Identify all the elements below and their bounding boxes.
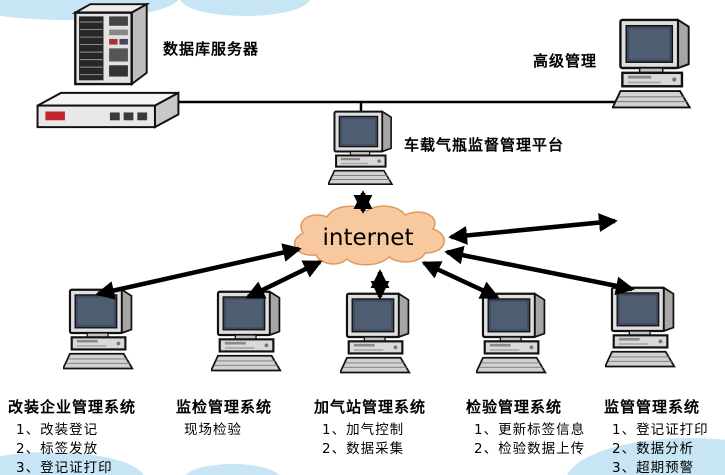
database-server-label: 数据库服务器	[163, 40, 260, 58]
system3-block: 加气站管理系统 1、加气控制 2、数据采集	[314, 396, 426, 459]
database-server-icon	[64, 0, 158, 92]
system5-title: 监管管理系统	[604, 398, 701, 416]
system5-item: 1、登记证打印	[612, 422, 709, 438]
system5-item: 3、超期预警	[612, 460, 695, 475]
system2-item: 现场检验	[184, 422, 242, 438]
platform-label: 车载气瓶监督管理平台	[404, 136, 565, 154]
admin-label: 高级管理	[533, 52, 598, 70]
system3-item: 2、数据采集	[322, 441, 405, 457]
system1-title: 改装企业管理系统	[8, 398, 137, 416]
sky-cloud-bottom-center	[185, 464, 280, 475]
internet-cloud: internet	[293, 205, 445, 266]
system4-item: 2、检验数据上传	[474, 441, 586, 457]
system4-block: 检验管理系统 1、更新标签信息 2、检验数据上传	[466, 396, 585, 459]
internet-cloud-shape	[293, 205, 445, 266]
router-icon	[33, 88, 181, 133]
sky-cloud-top-center	[180, 0, 310, 16]
admin-computer-icon	[612, 18, 700, 118]
internet-label: internet	[323, 225, 414, 251]
system2-title: 监检管理系统	[176, 398, 273, 416]
system2-computer-icon	[211, 290, 289, 380]
system3-item: 1、加气控制	[322, 422, 405, 438]
system3-computer-icon	[340, 292, 418, 382]
sky-cloud-bottom-left	[0, 452, 145, 475]
system5-item: 2、数据分析	[612, 441, 695, 457]
system1-computer-icon	[63, 288, 141, 378]
system4-computer-icon	[476, 292, 554, 382]
system1-item: 3、登记证打印	[16, 460, 113, 475]
system1-item: 2、标签发放	[16, 441, 99, 457]
system3-title: 加气站管理系统	[314, 398, 427, 416]
system4-item: 1、更新标签信息	[474, 422, 586, 438]
system2-block: 监检管理系统 现场检验	[176, 396, 272, 440]
platform-computer-icon	[328, 110, 400, 193]
system5-computer-icon	[605, 286, 683, 376]
system5-block: 监管管理系统 1、登记证打印 2、数据分析 3、超期预警	[604, 396, 709, 475]
system1-item: 1、改装登记	[16, 422, 99, 438]
system4-title: 检验管理系统	[466, 398, 563, 416]
system1-block: 改装企业管理系统 1、改装登记 2、标签发放 3、登记证打印	[8, 396, 136, 475]
